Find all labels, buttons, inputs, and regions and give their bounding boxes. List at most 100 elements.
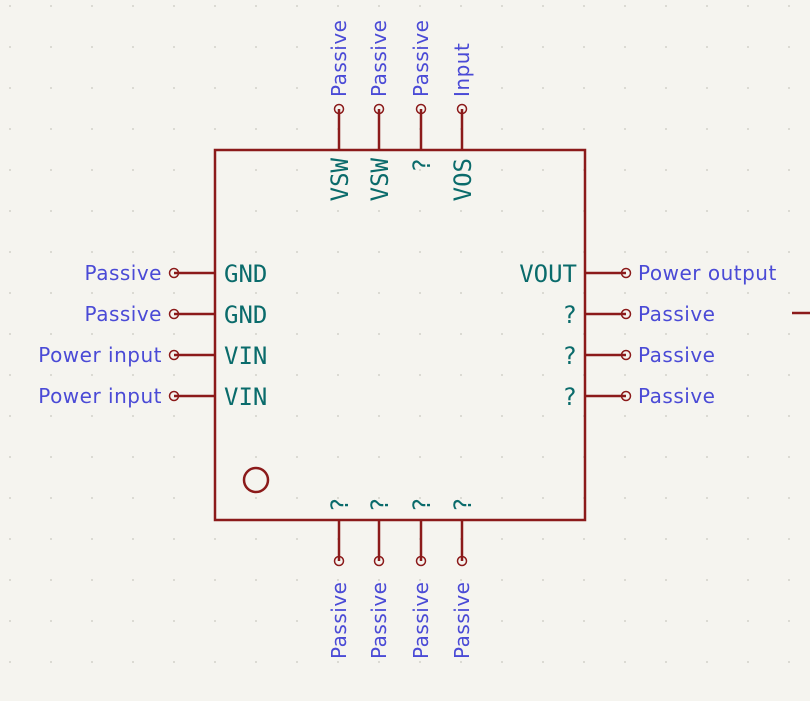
pin-endpoint-icon[interactable] bbox=[333, 103, 345, 115]
right-pin[interactable]: ? Passive bbox=[563, 301, 716, 329]
grid-dot bbox=[747, 374, 749, 376]
grid-dot bbox=[337, 497, 339, 499]
grid-dot bbox=[255, 46, 257, 48]
pin-type-label: Input bbox=[450, 43, 474, 97]
grid-dot bbox=[378, 661, 380, 663]
grid-dot bbox=[460, 415, 462, 417]
grid-dot bbox=[337, 579, 339, 581]
grid-dot bbox=[501, 46, 503, 48]
grid-dot bbox=[214, 538, 216, 540]
grid-dot bbox=[788, 292, 790, 294]
left-pin[interactable]: GND Passive bbox=[85, 301, 268, 329]
pin-endpoint-icon[interactable] bbox=[620, 267, 632, 279]
grid-dot bbox=[747, 5, 749, 7]
grid-dot bbox=[296, 661, 298, 663]
grid-dot bbox=[296, 456, 298, 458]
grid-dot bbox=[173, 128, 175, 130]
grid-dot bbox=[50, 128, 52, 130]
right-pin[interactable]: VOUT Power output bbox=[519, 260, 777, 288]
grid-dot bbox=[788, 579, 790, 581]
pin-endpoint-icon[interactable] bbox=[168, 267, 180, 279]
grid-dot bbox=[624, 415, 626, 417]
grid-dot bbox=[91, 169, 93, 171]
pin-name: ? bbox=[366, 498, 394, 512]
top-pin[interactable]: VOS Input bbox=[449, 43, 477, 202]
grid-dot bbox=[747, 292, 749, 294]
pin-endpoint-icon[interactable] bbox=[168, 390, 180, 402]
grid-dot bbox=[214, 579, 216, 581]
grid-dot bbox=[460, 46, 462, 48]
pin-endpoint-icon[interactable] bbox=[168, 349, 180, 361]
grid-dot bbox=[132, 374, 134, 376]
top-pin[interactable]: VSW Passive bbox=[326, 20, 354, 202]
pin-type-label: Power input bbox=[38, 343, 162, 367]
grid-dot bbox=[337, 5, 339, 7]
pin-endpoint-icon[interactable] bbox=[620, 349, 632, 361]
grid-dot bbox=[91, 292, 93, 294]
pin-endpoint-icon[interactable] bbox=[415, 555, 427, 567]
grid-dot bbox=[378, 46, 380, 48]
grid-dot bbox=[624, 87, 626, 89]
grid-dot bbox=[542, 333, 544, 335]
right-pin[interactable]: ? Passive bbox=[563, 383, 716, 411]
left-pin[interactable]: VIN Power input bbox=[38, 342, 267, 370]
grid-dot bbox=[419, 251, 421, 253]
pin-endpoint-icon[interactable] bbox=[620, 308, 632, 320]
grid-dot bbox=[747, 661, 749, 663]
top-pin[interactable]: VSW Passive bbox=[366, 20, 394, 202]
grid-dot bbox=[624, 210, 626, 212]
grid-dot bbox=[9, 292, 11, 294]
grid-dot bbox=[624, 333, 626, 335]
grid-dot bbox=[747, 579, 749, 581]
grid-dot bbox=[255, 87, 257, 89]
pin-endpoint-icon[interactable] bbox=[373, 555, 385, 567]
bottom-pin[interactable]: ? Passive bbox=[366, 498, 394, 659]
grid-dot bbox=[460, 661, 462, 663]
right-pin[interactable]: ? Passive bbox=[563, 342, 716, 370]
grid-dot bbox=[132, 333, 134, 335]
grid-dot bbox=[501, 620, 503, 622]
top-pin[interactable]: ? Passive bbox=[408, 20, 436, 173]
grid-dot bbox=[501, 374, 503, 376]
grid-dot bbox=[214, 46, 216, 48]
grid-dot bbox=[419, 456, 421, 458]
bottom-pin[interactable]: ? Passive bbox=[408, 498, 436, 659]
grid-dot bbox=[624, 46, 626, 48]
pin-endpoint-icon[interactable] bbox=[373, 103, 385, 115]
pin-endpoint-icon[interactable] bbox=[456, 103, 468, 115]
grid-dot bbox=[706, 374, 708, 376]
grid-dot bbox=[706, 456, 708, 458]
grid-dot bbox=[173, 456, 175, 458]
grid-dot bbox=[378, 292, 380, 294]
grid-dot bbox=[542, 620, 544, 622]
grid-dot bbox=[9, 661, 11, 663]
pin-endpoint-icon[interactable] bbox=[168, 308, 180, 320]
grid-dot bbox=[132, 579, 134, 581]
grid-dot bbox=[665, 251, 667, 253]
grid-dot bbox=[419, 497, 421, 499]
grid-dot bbox=[788, 5, 790, 7]
grid-dot bbox=[747, 87, 749, 89]
grid-dot bbox=[788, 251, 790, 253]
grid-dot bbox=[583, 46, 585, 48]
grid-dot bbox=[747, 497, 749, 499]
pin-endpoint-icon[interactable] bbox=[620, 390, 632, 402]
component-body[interactable] bbox=[213, 148, 587, 522]
pin-endpoint-icon[interactable] bbox=[456, 555, 468, 567]
grid-dot bbox=[747, 169, 749, 171]
grid-dot bbox=[665, 538, 667, 540]
grid-dot bbox=[706, 333, 708, 335]
left-pin[interactable]: GND Passive bbox=[85, 260, 268, 288]
bottom-pin[interactable]: ? Passive bbox=[449, 498, 477, 659]
bottom-pin[interactable]: ? Passive bbox=[326, 498, 354, 659]
grid-dot bbox=[665, 415, 667, 417]
grid-dot bbox=[132, 415, 134, 417]
grid-dot bbox=[173, 169, 175, 171]
left-pin[interactable]: VIN Power input bbox=[38, 383, 267, 411]
grid-dot bbox=[501, 292, 503, 294]
pin-endpoint-icon[interactable] bbox=[333, 555, 345, 567]
pin-type-label: Passive bbox=[85, 302, 162, 326]
grid-dot bbox=[542, 169, 544, 171]
pin-endpoint-icon[interactable] bbox=[415, 103, 427, 115]
